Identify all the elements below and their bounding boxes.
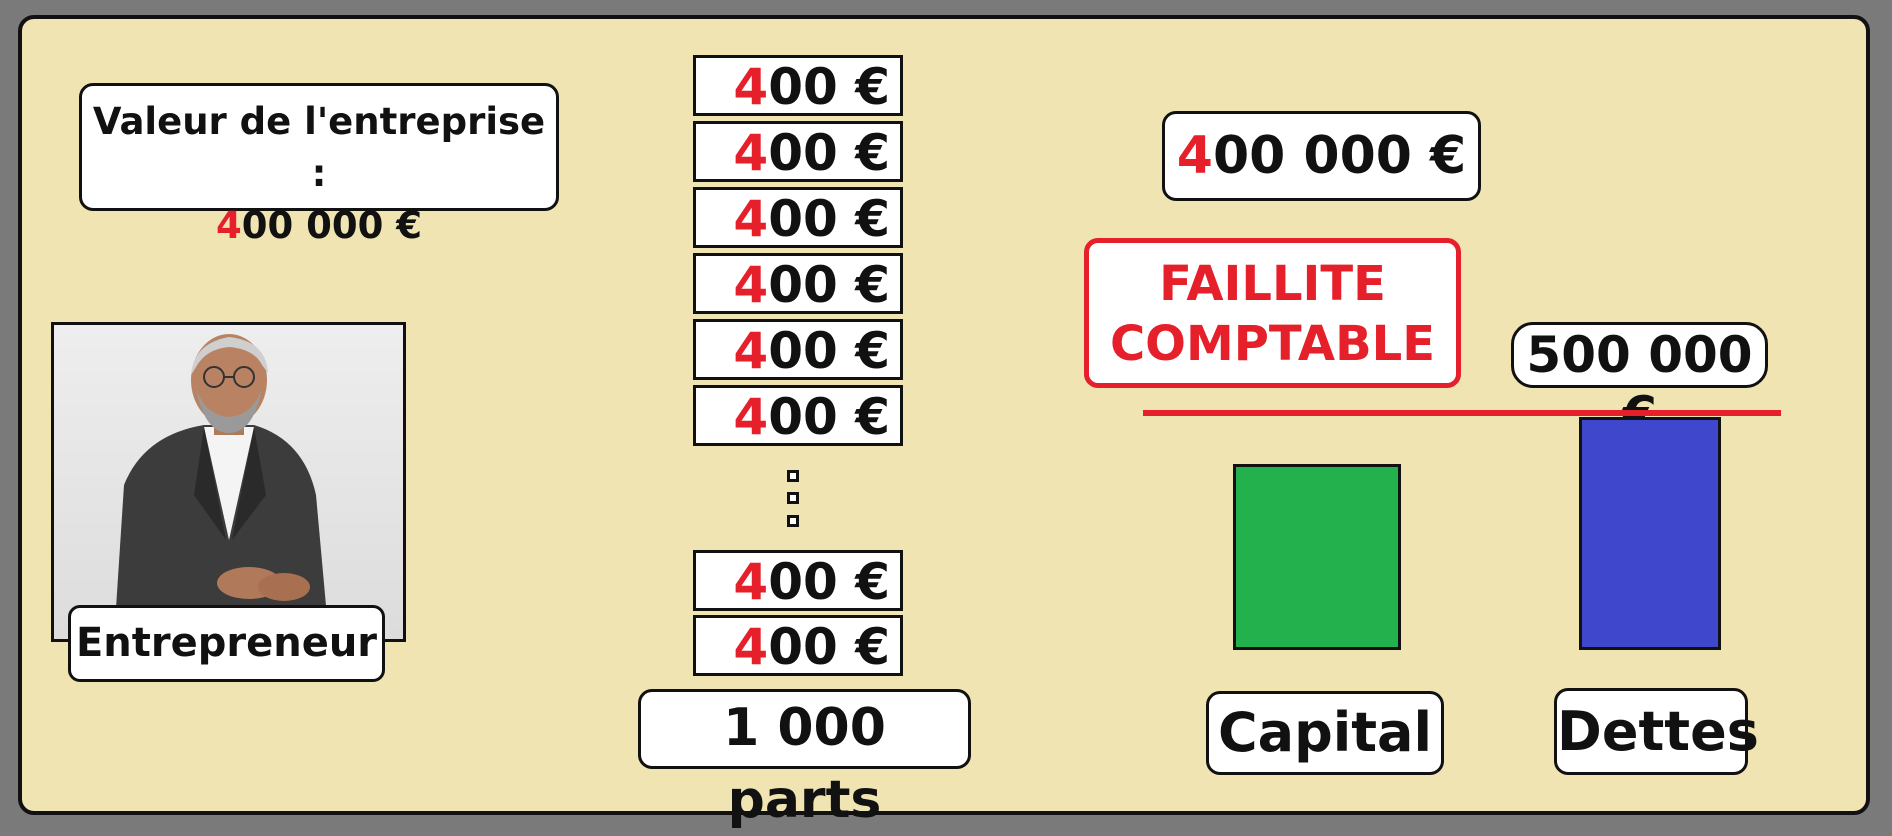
- share-rest: 00 €: [768, 553, 890, 611]
- share-box: 400 €: [693, 615, 903, 676]
- share-rest: 00 €: [768, 388, 890, 446]
- share-box: 400 €: [693, 385, 903, 446]
- share-digit: 4: [733, 256, 769, 314]
- share-rest: 00 €: [768, 256, 890, 314]
- dettes-label-box: Dettes: [1554, 688, 1759, 775]
- dettes-bar: [1579, 417, 1721, 650]
- faillite-annotation: FAILLITE COMPTABLE: [1084, 238, 1461, 388]
- capital-bar: [1233, 463, 1401, 650]
- company-value-label: Valeur de l'entreprise :: [92, 100, 546, 195]
- share-box: 400 €: [693, 550, 903, 611]
- company-value-rest: 00 000 €: [241, 204, 422, 247]
- entrepreneur-label: Entrepreneur: [75, 620, 378, 666]
- share-box: 400 €: [693, 121, 903, 182]
- share-box: 400 €: [693, 55, 903, 116]
- share-rest: 00 €: [768, 124, 890, 182]
- capital-label-box: Capital: [1206, 691, 1444, 775]
- company-value-amount: 400 000 €: [82, 200, 556, 252]
- capital-value-box: 400 000 €: [1162, 111, 1481, 201]
- share-digit: 4: [733, 58, 769, 116]
- share-rest: 00 €: [768, 322, 890, 380]
- entrepreneur-illustration: [114, 334, 329, 639]
- capital-value-rest: 00 000 €: [1212, 126, 1467, 186]
- share-digit: 4: [733, 322, 769, 380]
- debt-value-box: 500 000 €: [1511, 322, 1768, 444]
- faillite-line1: FAILLITE: [1159, 256, 1386, 312]
- company-value-digit: 4: [216, 204, 242, 247]
- company-value-box: Valeur de l'entreprise : 400 000 €: [79, 83, 559, 247]
- ellipsis-dot: [787, 492, 799, 504]
- dettes-label: Dettes: [1557, 700, 1759, 763]
- parts-count-box: 1 000 parts: [638, 689, 971, 830]
- share-rest: 00 €: [768, 618, 890, 676]
- share-rest: 00 €: [768, 58, 890, 116]
- entrepreneur-photo: [51, 322, 406, 642]
- parts-count: 1 000 parts: [723, 698, 886, 830]
- share-digit: 4: [733, 553, 769, 611]
- share-digit: 4: [733, 618, 769, 676]
- share-digit: 4: [733, 124, 769, 182]
- faillite-line2: COMPTABLE: [1109, 316, 1436, 372]
- share-box: 400 €: [693, 253, 903, 314]
- share-box: 400 €: [693, 319, 903, 380]
- share-rest: 00 €: [768, 190, 890, 248]
- debt-threshold-line: [1143, 410, 1781, 416]
- entrepreneur-label-box: Entrepreneur: [68, 605, 385, 682]
- capital-value-digit: 4: [1176, 126, 1213, 186]
- ellipsis-dot: [787, 470, 799, 482]
- share-digit: 4: [733, 190, 769, 248]
- ellipsis-dot: [787, 515, 799, 527]
- share-box: 400 €: [693, 187, 903, 248]
- capital-label: Capital: [1218, 701, 1432, 764]
- share-digit: 4: [733, 388, 769, 446]
